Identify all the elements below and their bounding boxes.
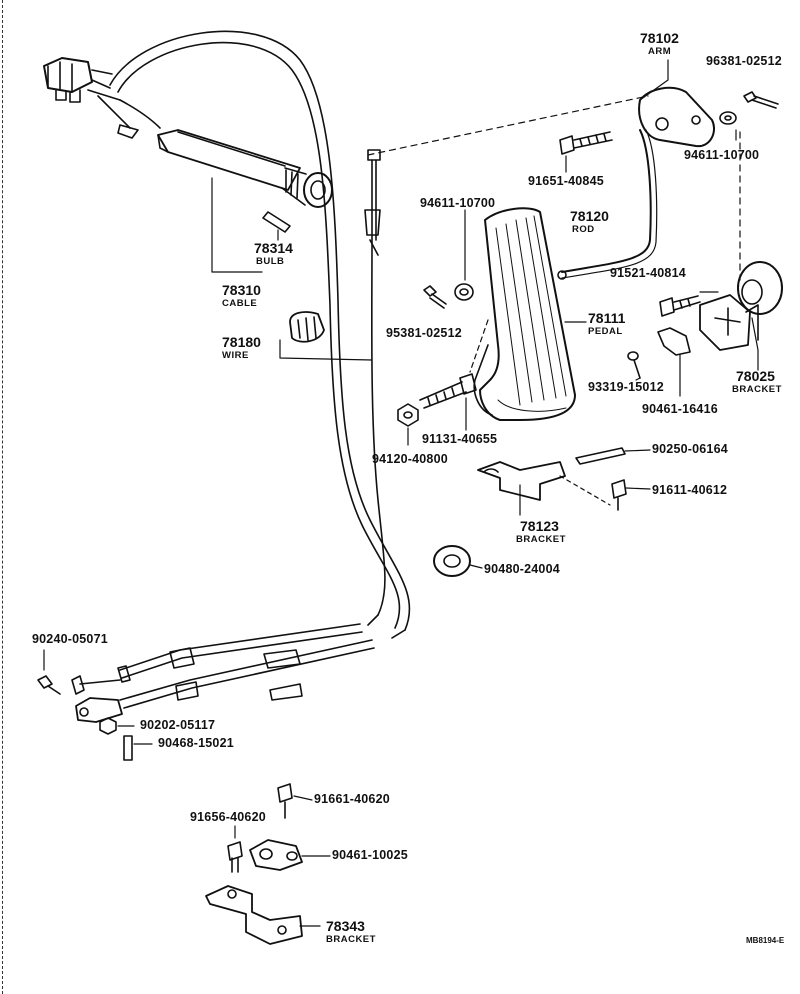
clip-90461-10025-drawing	[249, 839, 331, 871]
label-78343-name: BRACKET	[326, 934, 376, 945]
label-78123-name: BRACKET	[516, 534, 566, 545]
label-78102: 78102	[640, 30, 679, 46]
label-90480: 90480-24004	[484, 562, 560, 576]
label-91131: 91131-40655	[422, 432, 498, 446]
nut-94120-drawing	[397, 403, 419, 446]
label-96381-top: 96381-02512	[706, 54, 782, 68]
label-94611-right: 94611-10700	[684, 148, 760, 162]
label-95381: 95381-02512	[386, 326, 462, 340]
bulb-78314-drawing	[262, 211, 291, 241]
label-78310-name: CABLE	[222, 298, 258, 309]
bracket-78343-drawing	[205, 885, 321, 945]
label-90461-10025: 90461-10025	[332, 848, 408, 862]
bracket-78025-drawing	[699, 261, 783, 371]
bolt-91521-drawing	[659, 291, 719, 317]
connection-dash-3	[469, 319, 489, 373]
label-90468: 90468-15021	[158, 736, 234, 750]
washer-94611-mid-drawing	[454, 209, 474, 301]
pedal-78111-drawing	[473, 207, 587, 421]
arm-78102-drawing	[557, 59, 715, 280]
label-78120-name: ROD	[572, 224, 595, 235]
label-91521: 91521-40814	[610, 266, 686, 280]
label-78123: 78123	[520, 518, 559, 534]
page-border	[2, 0, 3, 994]
label-91611: 91611-40612	[652, 483, 728, 497]
label-78025-name: BRACKET	[732, 384, 782, 395]
bracket-78123-drawing	[477, 461, 611, 516]
washer-94611-right-drawing	[719, 111, 737, 141]
label-90240: 90240-05071	[32, 632, 108, 646]
label-78102-name: ARM	[648, 46, 672, 57]
wire-78180-drawing	[279, 149, 386, 616]
label-91656: 91656-40620	[190, 810, 266, 824]
lower-cable-assembly-drawing	[37, 614, 406, 761]
screw-93319-drawing	[627, 351, 641, 381]
label-90250: 90250-06164	[652, 442, 728, 456]
label-78180: 78180	[222, 334, 261, 350]
label-91651: 91651-40845	[528, 174, 604, 188]
clip-90461-16416-drawing	[657, 327, 691, 397]
screw-95381-drawing	[423, 285, 447, 309]
label-94120: 94120-40800	[372, 452, 448, 466]
screw-96381-top-drawing	[743, 91, 779, 109]
label-78180-name: WIRE	[222, 350, 249, 361]
bolt-91661-drawing	[277, 783, 313, 819]
label-78314-name: BULB	[256, 256, 285, 267]
cable-78310-drawing	[43, 30, 411, 631]
diagram-code: MB8194-E	[746, 936, 785, 945]
label-91661: 91661-40620	[314, 792, 390, 806]
bolt-91651-drawing	[559, 131, 613, 173]
bolt-91656-drawing	[227, 825, 243, 873]
label-78025: 78025	[736, 368, 775, 384]
label-78111-name: PEDAL	[588, 326, 623, 337]
label-93319: 93319-15012	[588, 380, 664, 394]
grommet-90480-drawing	[433, 545, 483, 577]
label-78111: 78111	[588, 310, 626, 326]
bolt-91131-drawing	[419, 373, 477, 431]
label-78343: 78343	[326, 918, 365, 934]
connection-dash-1	[367, 95, 649, 156]
label-78310: 78310	[222, 282, 261, 298]
label-78120: 78120	[570, 208, 609, 224]
label-78314: 78314	[254, 240, 293, 256]
label-90461-16416: 90461-16416	[642, 402, 718, 416]
label-90202: 90202-05117	[140, 718, 216, 732]
pin-90250-drawing	[575, 447, 651, 465]
bolt-91611-drawing	[611, 479, 651, 511]
label-94611-mid: 94611-10700	[420, 196, 496, 210]
